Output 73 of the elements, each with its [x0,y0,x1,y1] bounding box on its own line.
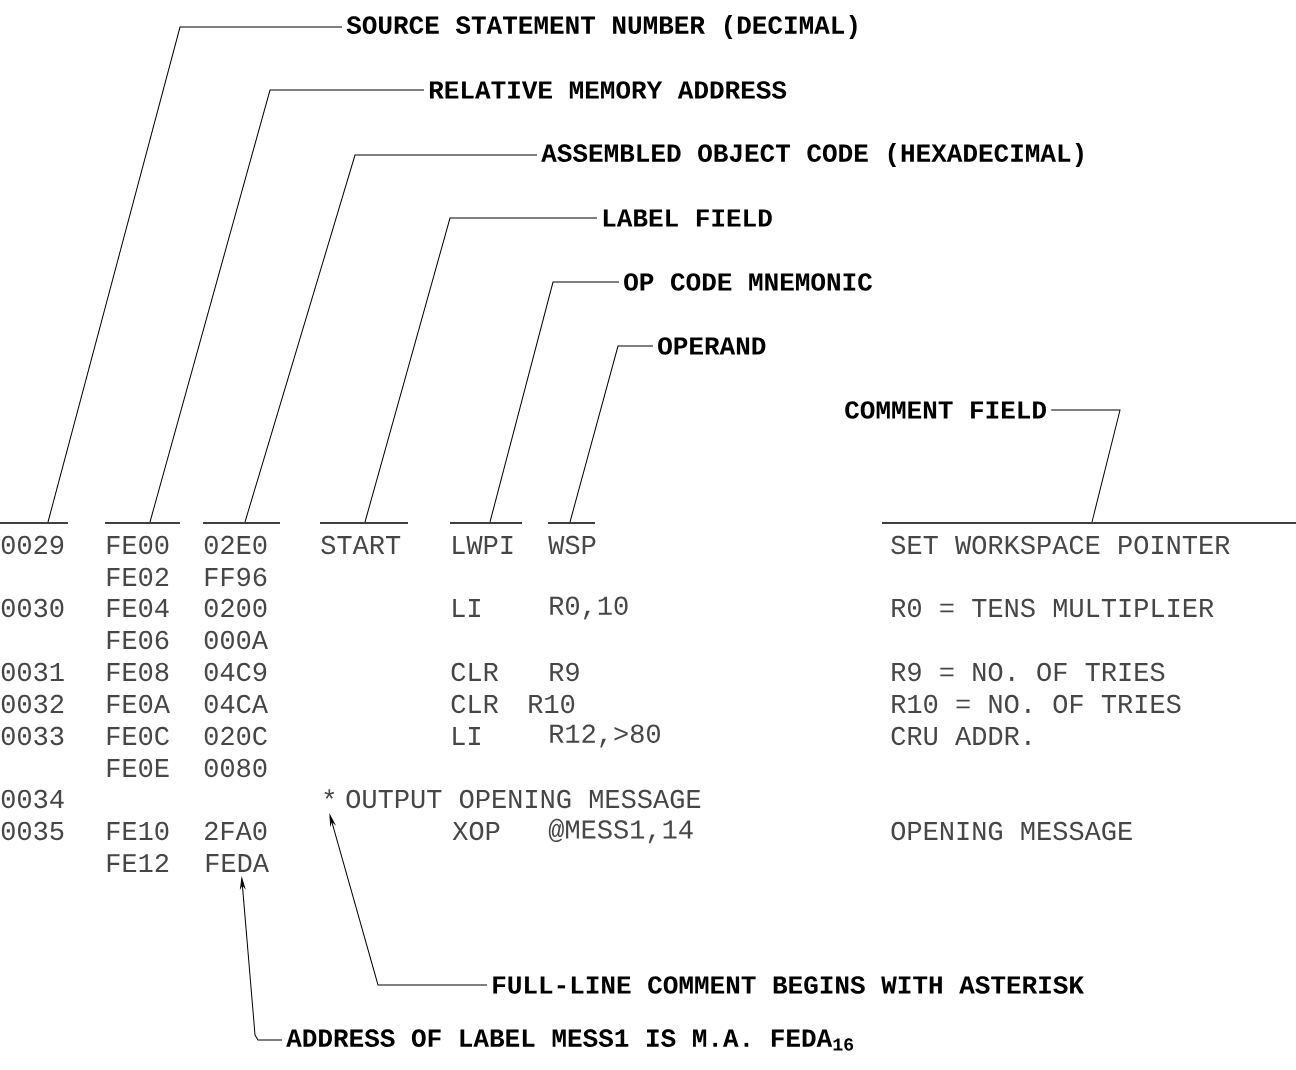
listing-text: R10 [529,694,575,714]
listing-text: FE06 [107,630,169,650]
listing-text: FE10 [107,821,169,841]
callout-text: COMMENT FIELD [845,401,1046,419]
listing-text: FF96 [205,567,267,587]
listing-text: FE00 [107,535,169,555]
listing-text: 2FA0 [205,821,267,841]
listing-text: FE02 [107,567,169,587]
column-overline [548,522,595,524]
listing-text: FE04 [107,598,169,618]
column-overline [203,522,280,524]
callout-text: FULL-LINE COMMENT BEGINS WITH ASTERISK [493,976,1084,994]
leader-line [244,154,538,523]
listing-text: SET WORKSPACE POINTER [891,535,1230,555]
listing-text: 0200 [204,598,267,618]
listing-text: FE12 [107,853,169,873]
listing-text: LI [453,599,480,617]
callout-text: LABEL FIELD [603,209,772,227]
listing-text: START [321,535,401,555]
column-overline [882,522,1296,524]
arrow [329,814,488,986]
listing-text: 04CA [204,694,268,714]
listing-text: FE0C [107,726,169,746]
leader-line [1050,409,1121,523]
listing-text: XOP [452,821,500,841]
listing-text: R0,10 [550,596,628,620]
listing-text: FE0E [107,758,169,778]
listing-text: LI [453,727,480,745]
callout-text: OP CODE MNEMONIC [624,273,873,291]
leader-line [569,345,654,523]
listing-text: FE08 [107,662,169,682]
leader-line [489,281,620,523]
callout-text: RELATIVE MEMORY ADDRESS [429,81,787,99]
listing-text: 0031 [1,662,64,682]
column-overline [320,522,408,524]
listing-text: 04C9 [204,662,267,682]
listing-text: LWPI [453,536,513,554]
listing-text: FE0A [107,694,170,714]
listing-text: WSP [548,535,596,555]
listing-text: OUTPUT OPENING MESSAGE [346,789,701,809]
listing-text: 0032 [1,694,64,714]
listing-text: R9 [550,662,579,682]
listing-text: * [324,789,335,799]
listing-text: OPENING MESSAGE [891,821,1132,841]
column-overline [0,522,68,524]
listing-text: CLR [451,662,499,682]
listing-text: CLR [451,694,499,714]
listing-text: 0029 [1,535,64,555]
listing-text: 0030 [1,598,64,618]
callout-text: OPERAND [658,337,766,355]
arrow [240,877,283,1041]
listing-text: R0 = TENS MULTIPLIER [892,598,1214,618]
listing-text: 0033 [1,726,64,746]
listing-text: 02E0 [204,535,267,555]
listing-text: R10 = NO. OF TRIES [892,694,1181,714]
listing-text: 020C [204,726,267,746]
callout-text: ADDRESS OF LABEL MESS1 IS M.A. FEDA$_{16}$ [286,1029,854,1051]
column-overline [450,522,522,524]
listing-text: 0034 [1,789,64,809]
column-overline [105,522,180,524]
listing-text: R9 = NO. OF TRIES [892,662,1165,682]
callout-text: SOURCE STATEMENT NUMBER (DECIMAL) [346,14,857,40]
callout-text: ASSEMBLED OBJECT CODE (HEXADECIMAL) [541,142,1083,168]
leader-line [149,89,425,523]
leader-line [364,217,598,523]
listing-text: 0080 [204,758,267,778]
listing-text: @MESS1,14 [548,818,693,844]
listing-text: FEDA [206,854,269,872]
listing-text: 000A [204,630,268,650]
listing-text: 0035 [1,821,64,841]
listing-text: R12,>80 [550,724,660,748]
leader-line [47,26,343,523]
listing-text: CRU ADDR. [891,726,1030,746]
